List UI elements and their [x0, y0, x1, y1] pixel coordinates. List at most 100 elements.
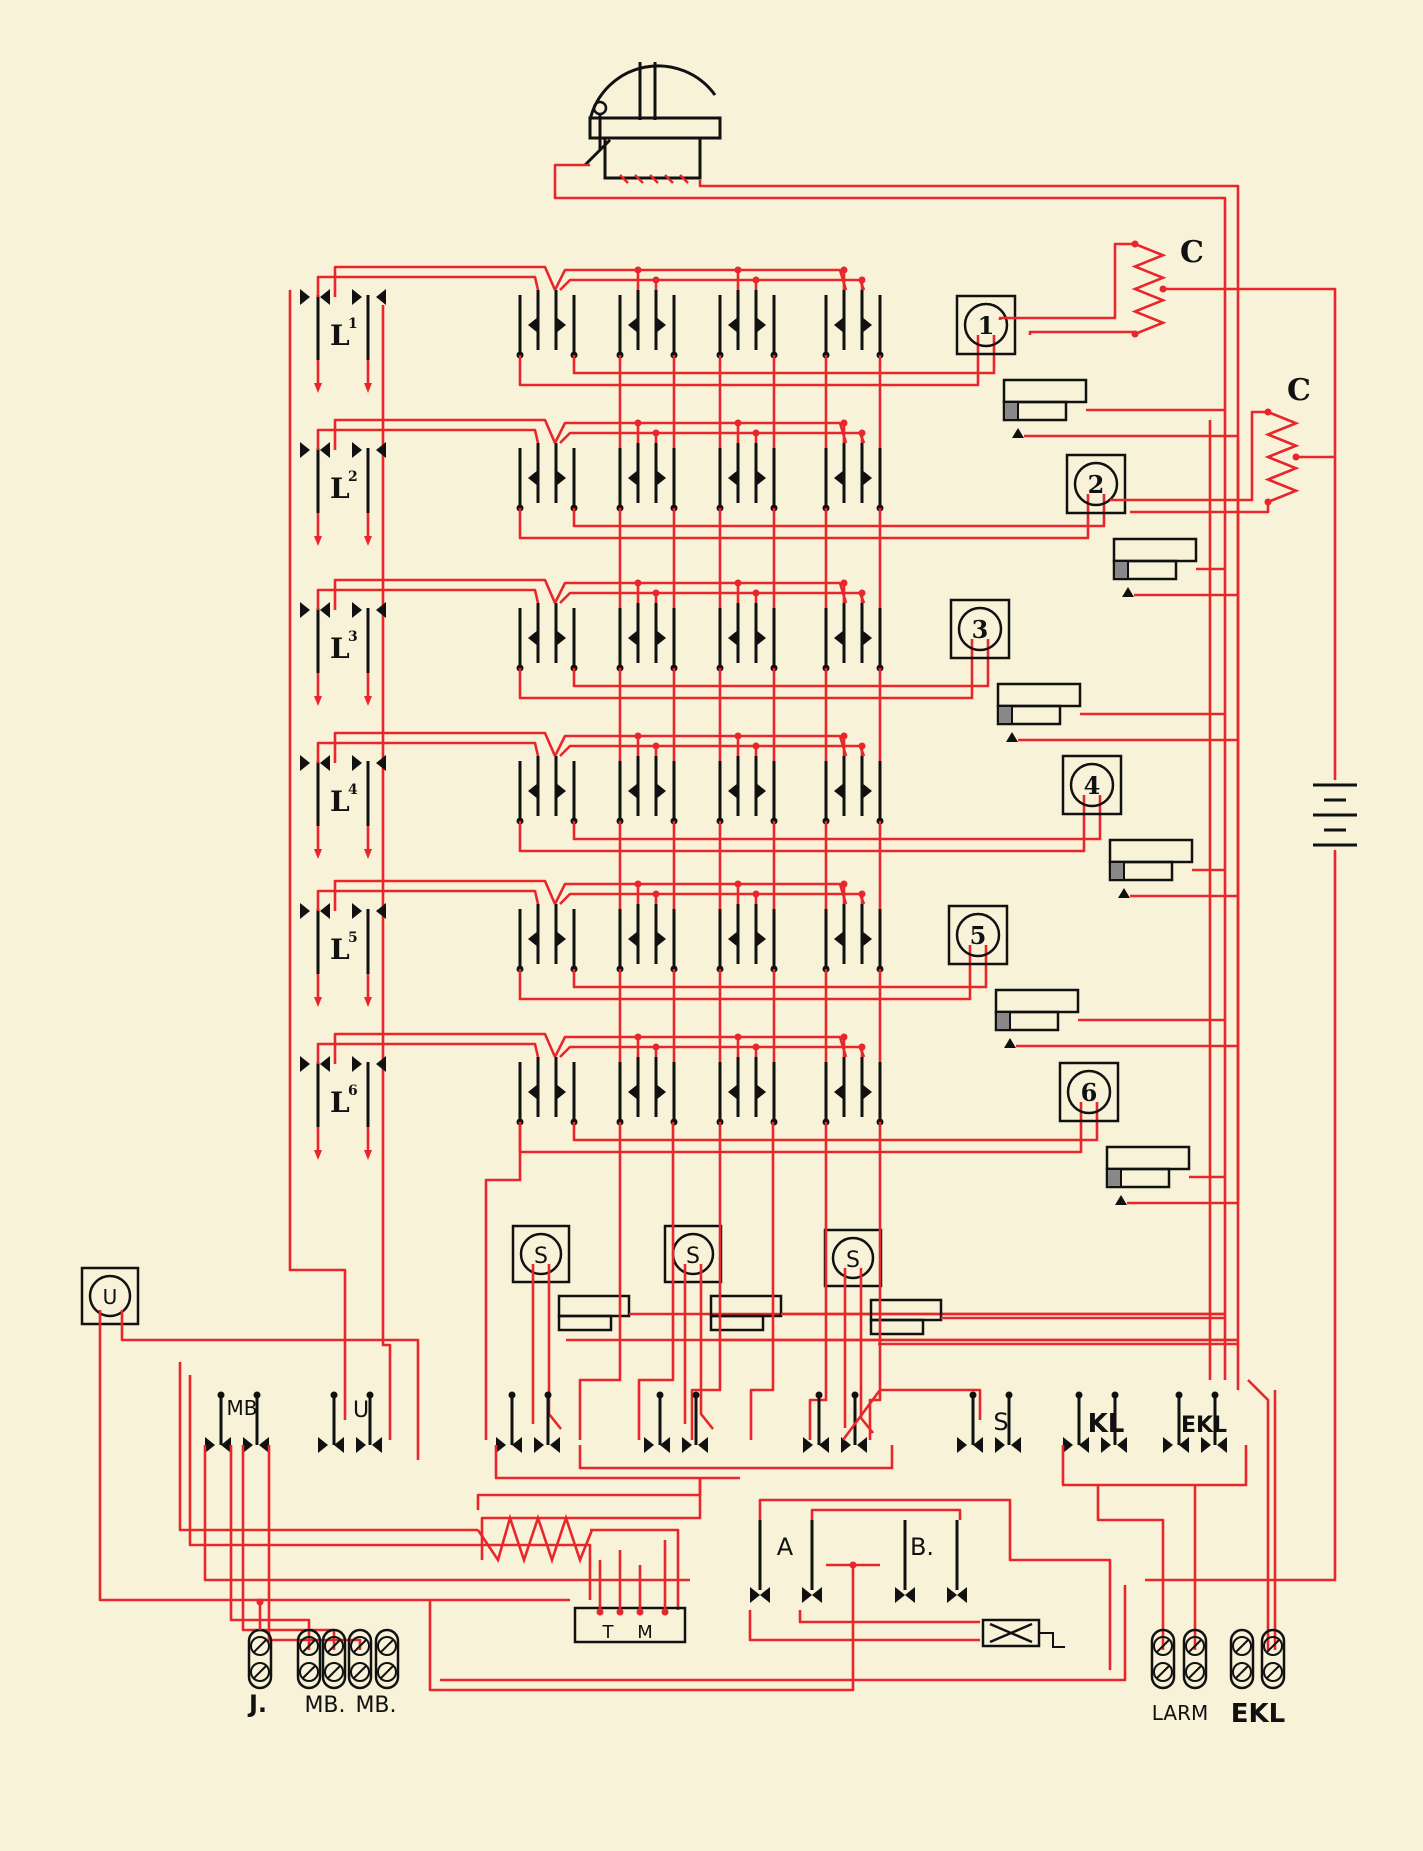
ab-wire [758, 1498, 1112, 1670]
contact-point [834, 931, 844, 947]
contact-point [1217, 1437, 1227, 1453]
contact-point [957, 1587, 967, 1603]
switch-u [318, 1391, 382, 1453]
terminal-mb-2 [321, 1628, 347, 1690]
svg-text:3: 3 [348, 629, 358, 645]
arrow-icon [364, 383, 372, 393]
ab-wire [798, 1610, 980, 1624]
drop-relay-1 [1002, 378, 1238, 438]
terminal-screw [350, 1636, 370, 1656]
drop-shutter [1066, 1069, 1112, 1115]
line-jack-2 [300, 442, 386, 546]
key-group-3 [716, 266, 778, 448]
terminal-screw [250, 1636, 270, 1656]
switch-label-b: B. [910, 1533, 934, 1561]
contact-point [656, 1084, 666, 1100]
junction-dot [969, 1391, 977, 1399]
contact-point [334, 1437, 344, 1453]
contact-point [862, 783, 872, 799]
coil-winding [1131, 242, 1167, 336]
contact-point [376, 289, 386, 305]
coil-winding [649, 174, 659, 184]
contact-point [300, 442, 310, 458]
tm-label-t: T [602, 1622, 615, 1643]
terminal-screw [1263, 1636, 1283, 1656]
line-jack-1 [300, 289, 386, 393]
screw-slot [253, 1639, 267, 1653]
contact-point [352, 442, 362, 458]
contact-point [352, 1056, 362, 1072]
battery-wire [1163, 287, 1337, 780]
terminal-screw [1232, 1636, 1252, 1656]
junction-dot [1075, 1391, 1083, 1399]
terminal-ekl-2 [1260, 1628, 1286, 1690]
switch-bus [494, 1445, 740, 1480]
coil-wire [590, 1528, 680, 1610]
contact-point [496, 1437, 506, 1453]
contact-point [660, 1437, 670, 1453]
contact-point [356, 1437, 366, 1453]
ab-wire [748, 1610, 980, 1642]
contact-point [259, 1437, 269, 1453]
jack-to-key-wire [333, 265, 557, 297]
arrow-icon [314, 997, 322, 1007]
contact-point [895, 1587, 905, 1603]
ekl-wire [1247, 1379, 1270, 1650]
junction-dot [1175, 1391, 1183, 1399]
contact-point [528, 470, 538, 486]
mb-wire [188, 1375, 592, 1600]
contact-point [656, 783, 666, 799]
coil-winding [679, 174, 689, 184]
coil-label-1: C [1180, 235, 1204, 270]
screw-slot [327, 1665, 341, 1679]
terminal-screw [299, 1662, 319, 1682]
contact-point [957, 1437, 967, 1453]
contact-point [300, 1056, 310, 1072]
drop-shutter [1069, 762, 1115, 808]
contact-point [756, 931, 766, 947]
contact-point [905, 1587, 915, 1603]
battery [1145, 783, 1357, 1582]
coil-winding [634, 174, 644, 184]
column-drop-wire [749, 1122, 775, 1440]
key-group-3 [716, 419, 778, 608]
screw-slot [1235, 1639, 1249, 1653]
junction-dot [1211, 1391, 1219, 1399]
svg-text:6: 6 [348, 1083, 358, 1099]
terminal-screw [377, 1636, 397, 1656]
arrow-icon [314, 849, 322, 859]
s-drop-label-2: S [686, 1244, 700, 1269]
annunciator-drop-5 [947, 904, 1009, 966]
contact-point [372, 1437, 382, 1453]
coil-winding [476, 1513, 594, 1565]
svg-text:5: 5 [348, 930, 358, 946]
terminal-screw [1263, 1662, 1283, 1682]
terminal-body [374, 1628, 400, 1690]
line-jack-4 [300, 755, 386, 859]
key-to-drop-wire [572, 639, 990, 688]
contact-point [628, 630, 638, 646]
junction-dot [1111, 1391, 1119, 1399]
arrow-icon [364, 1150, 372, 1160]
terminal-screw [350, 1662, 370, 1682]
jack-to-key-wire [333, 731, 557, 763]
terminal-screw [377, 1662, 397, 1682]
relay-armature [869, 1318, 925, 1336]
junction-dot [330, 1391, 338, 1399]
ab-wire [810, 1508, 962, 1520]
switch-mb [205, 1391, 269, 1453]
drop-frame [1058, 1061, 1120, 1123]
terminal-screw [299, 1636, 319, 1656]
drop-relay-2 [1112, 537, 1238, 597]
contact-point [1079, 1437, 1089, 1453]
annunciator-drop-4 [1061, 754, 1123, 816]
contact-point [803, 1437, 813, 1453]
line-jack-3 [300, 602, 386, 706]
drop-relay-6 [1105, 1145, 1238, 1205]
jack-to-key-wire [316, 588, 540, 610]
screw-slot [253, 1665, 267, 1679]
contact-point [376, 1056, 386, 1072]
contact-point [556, 1084, 566, 1100]
drop-frame [955, 294, 1017, 356]
key-to-drop-wire [572, 494, 1106, 528]
